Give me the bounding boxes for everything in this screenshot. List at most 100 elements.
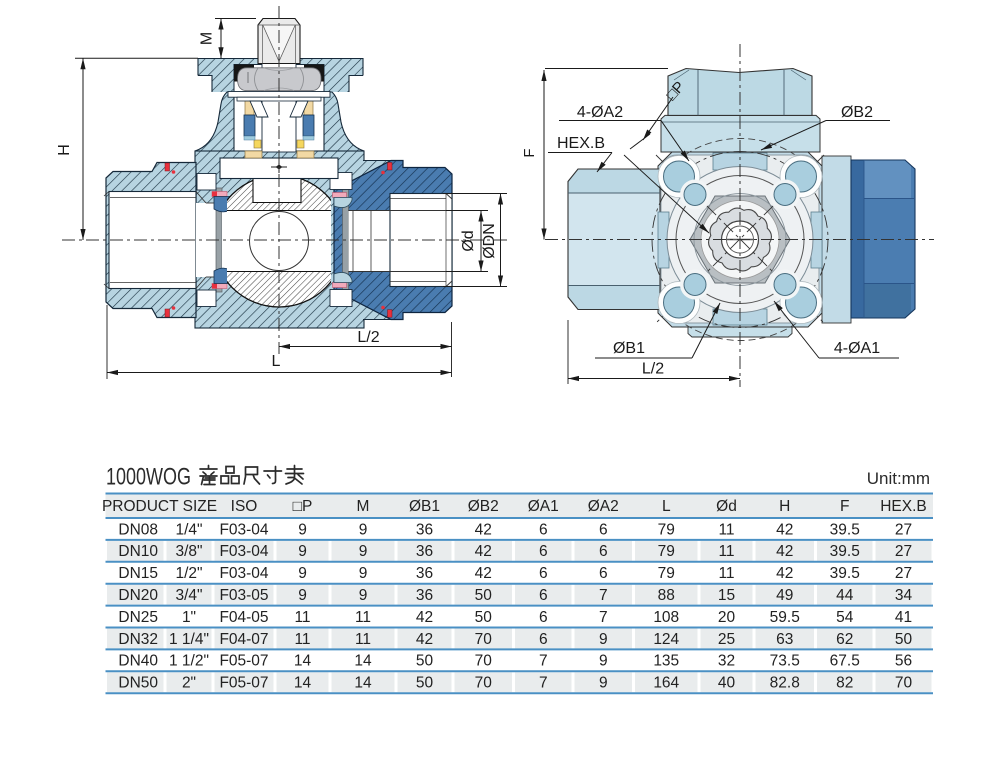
svg-text:6: 6 [539, 587, 548, 604]
svg-text:6: 6 [539, 631, 548, 648]
svg-text:42: 42 [475, 565, 492, 582]
svg-text:H: H [56, 144, 73, 156]
svg-text:11: 11 [355, 631, 371, 648]
svg-text:42: 42 [776, 521, 793, 538]
svg-text:36: 36 [416, 565, 433, 582]
svg-text:6: 6 [539, 609, 548, 626]
svg-text:9: 9 [298, 543, 307, 560]
svg-text:F03-05: F03-05 [219, 587, 268, 604]
svg-text:6: 6 [599, 521, 608, 538]
svg-text:11: 11 [718, 521, 734, 538]
svg-text:63: 63 [776, 631, 793, 648]
svg-text:42: 42 [776, 565, 793, 582]
svg-text:9: 9 [599, 631, 608, 648]
svg-text:73.5: 73.5 [770, 653, 800, 670]
svg-text:9: 9 [298, 521, 307, 538]
svg-text:9: 9 [599, 653, 608, 670]
svg-text:F03-04: F03-04 [219, 543, 268, 560]
svg-text:ISO: ISO [231, 498, 258, 515]
svg-text:15: 15 [718, 587, 735, 604]
svg-text:14: 14 [354, 675, 372, 692]
svg-text:L/2: L/2 [642, 361, 664, 378]
svg-text:82: 82 [836, 675, 853, 692]
svg-text:36: 36 [416, 587, 433, 604]
svg-text:1": 1" [182, 609, 196, 626]
svg-text:6: 6 [599, 543, 608, 560]
svg-text:44: 44 [836, 587, 854, 604]
svg-text:42: 42 [475, 543, 492, 560]
svg-text:DN25: DN25 [118, 609, 158, 626]
svg-text:14: 14 [294, 675, 312, 692]
svg-text:6: 6 [539, 521, 548, 538]
svg-text:9: 9 [359, 521, 368, 538]
svg-text:Unit:mm: Unit:mm [867, 469, 930, 488]
svg-text:50: 50 [475, 587, 493, 604]
svg-text:1/4": 1/4" [175, 521, 202, 538]
svg-text:14: 14 [354, 653, 372, 670]
svg-text:14: 14 [294, 653, 312, 670]
svg-text:3/4": 3/4" [175, 587, 202, 604]
svg-text:7: 7 [539, 653, 548, 670]
svg-text:7: 7 [539, 675, 548, 692]
svg-text:88: 88 [658, 587, 675, 604]
svg-text:39.5: 39.5 [830, 543, 860, 560]
svg-text:7: 7 [599, 587, 608, 604]
svg-text:DN08: DN08 [118, 521, 158, 538]
svg-text:HEX.B: HEX.B [557, 135, 605, 152]
svg-text:ØDN: ØDN [481, 223, 498, 259]
svg-text:F03-04: F03-04 [219, 565, 268, 582]
svg-text:50: 50 [416, 653, 434, 670]
svg-text:6: 6 [539, 565, 548, 582]
svg-text:70: 70 [475, 631, 493, 648]
svg-text:49: 49 [776, 587, 793, 604]
svg-text:DN15: DN15 [118, 565, 158, 582]
svg-text:□P: □P [293, 498, 313, 515]
svg-text:DN32: DN32 [118, 631, 158, 648]
svg-text:70: 70 [475, 675, 493, 692]
svg-text:H: H [779, 498, 790, 515]
svg-text:34: 34 [895, 587, 913, 604]
svg-text:1 1/2": 1 1/2" [169, 653, 209, 670]
svg-text:27: 27 [895, 543, 912, 560]
svg-text:ØB2: ØB2 [468, 498, 499, 515]
svg-text:42: 42 [416, 609, 433, 626]
svg-text:70: 70 [475, 653, 493, 670]
svg-text:56: 56 [895, 653, 912, 670]
svg-text:42: 42 [776, 543, 793, 560]
svg-text:79: 79 [658, 521, 675, 538]
svg-text:F: F [840, 498, 849, 515]
svg-text:124: 124 [653, 631, 679, 648]
svg-text:9: 9 [359, 565, 368, 582]
svg-text:9: 9 [599, 675, 608, 692]
svg-text:DN10: DN10 [118, 543, 158, 560]
svg-text:ØB1: ØB1 [409, 498, 440, 515]
svg-text:39.5: 39.5 [830, 565, 860, 582]
svg-text:6: 6 [599, 565, 608, 582]
svg-text:3/8": 3/8" [175, 543, 202, 560]
svg-text:ØB1: ØB1 [613, 340, 645, 357]
svg-text:67.5: 67.5 [830, 653, 860, 670]
svg-text:F05-07: F05-07 [219, 675, 268, 692]
svg-text:41: 41 [895, 609, 912, 626]
svg-text:42: 42 [475, 521, 492, 538]
svg-text:54: 54 [836, 609, 854, 626]
svg-text:F05-07: F05-07 [219, 653, 268, 670]
svg-text:1000WOG: 1000WOG [106, 464, 191, 491]
svg-text:ØA2: ØA2 [588, 498, 619, 515]
svg-text:F: F [521, 148, 538, 157]
svg-text:11: 11 [355, 609, 371, 626]
svg-text:42: 42 [416, 631, 433, 648]
svg-text:50: 50 [895, 631, 913, 648]
svg-text:1 1/4": 1 1/4" [169, 631, 209, 648]
svg-text:82.8: 82.8 [770, 675, 800, 692]
svg-text:ØA1: ØA1 [528, 498, 559, 515]
svg-text:11: 11 [718, 565, 734, 582]
svg-text:M: M [199, 32, 216, 45]
svg-text:20: 20 [718, 609, 736, 626]
svg-text:HEX.B: HEX.B [880, 498, 927, 515]
svg-text:39.5: 39.5 [830, 521, 860, 538]
svg-text:4-ØA1: 4-ØA1 [834, 340, 880, 357]
svg-text:F04-07: F04-07 [219, 631, 268, 648]
svg-text:L: L [662, 498, 671, 515]
svg-text:L/2: L/2 [357, 329, 379, 346]
